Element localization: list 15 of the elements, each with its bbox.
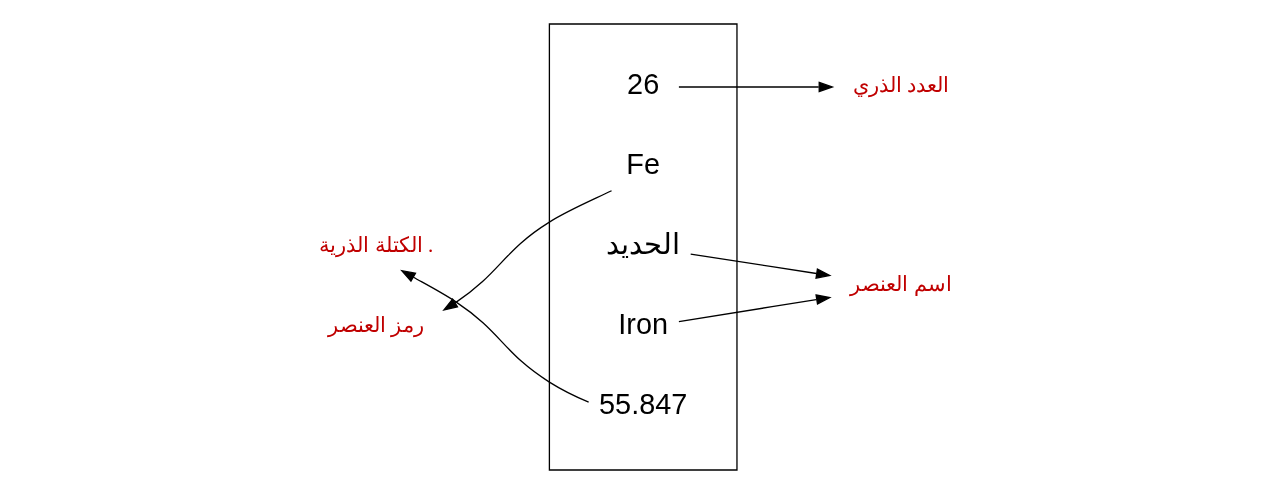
node-text: الحديد [605,228,680,261]
node-text: Fe [625,148,660,181]
node-text: 26 [626,68,659,101]
node-text: Iron [617,308,668,341]
arrow [677,294,832,323]
node-text: اسم العنصر [849,272,952,297]
node-text: رمز العنصر [327,313,424,337]
arrow [399,269,589,403]
arrow [677,81,834,93]
node-text: العدد الذري [852,72,949,97]
node-text: الكتلة الذرية . [318,232,433,257]
arrow [441,190,612,311]
arrow [689,253,832,279]
node-text: 55.847 [598,388,687,421]
cluster [548,23,738,471]
